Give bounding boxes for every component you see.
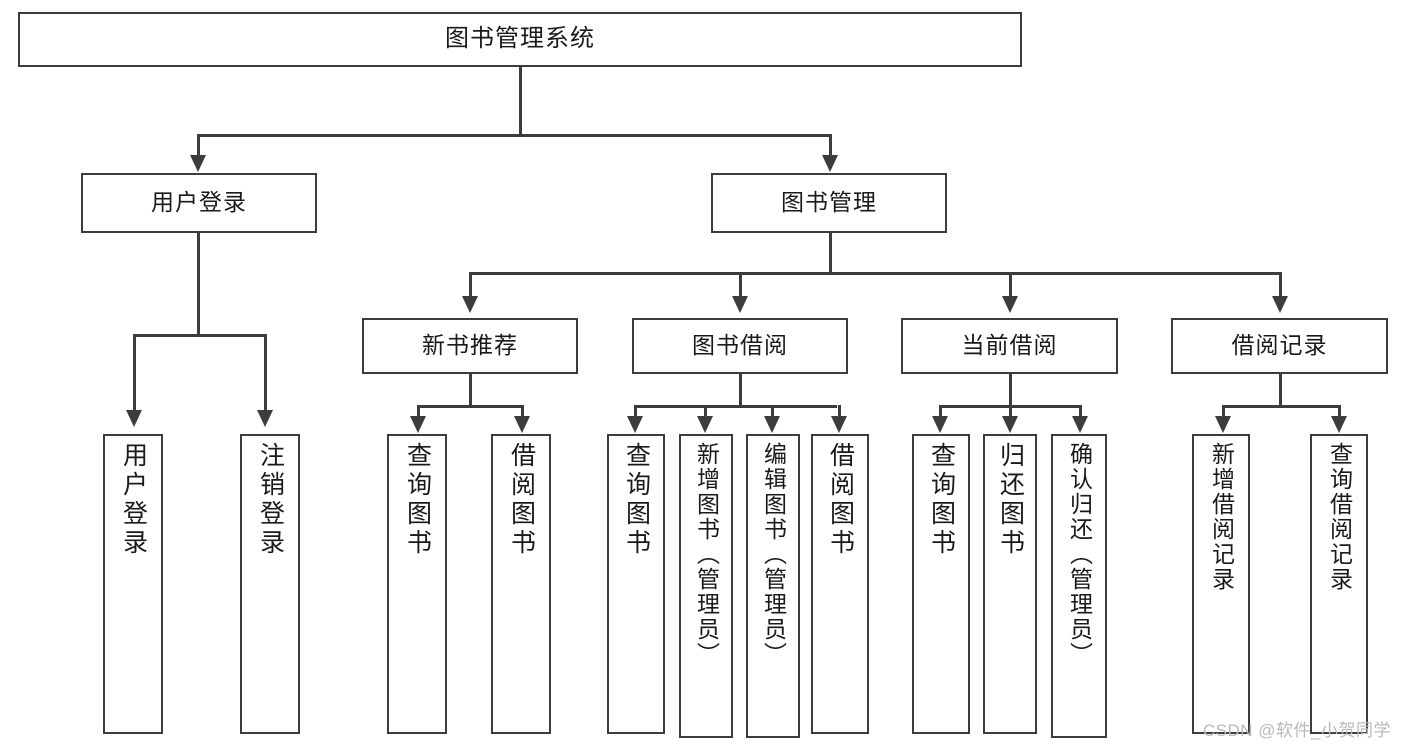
connector-userlogin-drop-1: [133, 334, 136, 414]
arrowhead-current-borrow: [1002, 296, 1018, 313]
connector-bookborrow-drop-3: [771, 405, 774, 419]
leaf-user-login[interactable]: 用户登录: [103, 434, 163, 734]
leaf-return-book[interactable]: 归还图书: [983, 434, 1037, 734]
connector-borrowrecord-stem: [1279, 373, 1282, 407]
arrowhead-leaf-newbook-2: [514, 416, 530, 433]
node-book-management[interactable]: 图书管理: [711, 173, 947, 233]
arrowhead-leaf-borrowrecord-2: [1331, 416, 1347, 433]
node-user-login[interactable]: 用户登录: [81, 173, 317, 233]
connector-currentborrow-stem: [1009, 373, 1012, 407]
connector-newbook-drop-2: [521, 405, 524, 419]
leaf-query-borrow-record[interactable]: 查询借阅记录: [1310, 434, 1368, 734]
leaf-confirm-return-admin[interactable]: 确认归还（管理员）: [1051, 434, 1107, 738]
connector-userlogin-bus: [133, 334, 264, 337]
node-label: 新增借阅记录: [1208, 442, 1235, 592]
node-label: 查询图书: [927, 442, 956, 558]
node-borrowing-record[interactable]: 借阅记录: [1171, 318, 1388, 374]
connector-borrowrecord-drop-2: [1338, 405, 1341, 419]
node-label: 归还图书: [996, 442, 1025, 558]
arrowhead-leaf-currentborrow-2: [1002, 416, 1018, 433]
arrowhead-leaf-user-login-2: [257, 410, 273, 427]
leaf-add-borrow-record[interactable]: 新增借阅记录: [1192, 434, 1250, 734]
arrowhead-leaf-user-login-1: [126, 410, 142, 427]
arrowhead-leaf-borrowrecord-1: [1215, 416, 1231, 433]
connector-currentborrow-drop-2: [1009, 405, 1012, 419]
node-new-book-recommendation[interactable]: 新书推荐: [362, 318, 578, 374]
leaf-logout[interactable]: 注销登录: [240, 434, 300, 734]
node-book-borrowing[interactable]: 图书借阅: [632, 318, 848, 374]
node-label: 确认归还（管理员）: [1066, 442, 1093, 667]
arrowhead-leaf-currentborrow-1: [932, 416, 948, 433]
connector-bookmanage-drop-1: [469, 272, 472, 298]
node-label: 图书借阅: [692, 332, 788, 359]
node-label: 用户登录: [151, 189, 247, 216]
leaf-query-book-newrec[interactable]: 查询图书: [387, 434, 447, 734]
node-root-system[interactable]: 图书管理系统: [18, 12, 1022, 67]
arrowhead-leaf-bookborrow-3: [764, 416, 780, 433]
arrowhead-book-manage: [822, 155, 838, 172]
arrowhead-leaf-bookborrow-1: [627, 416, 643, 433]
node-label: 图书管理系统: [445, 25, 595, 53]
arrowhead-leaf-newbook-1: [410, 416, 426, 433]
arrowhead-book-borrow: [732, 296, 748, 313]
connector-bookmanage-drop-4: [1279, 272, 1282, 298]
arrowhead-borrow-record: [1272, 296, 1288, 313]
connector-currentborrow-drop-1: [939, 405, 942, 419]
connector-root-stem: [519, 66, 522, 136]
connector-bookborrow-drop-4: [838, 405, 841, 419]
leaf-borrow-book[interactable]: 借阅图书: [811, 434, 869, 734]
connector-bookmanage-bus: [469, 272, 1280, 275]
node-label: 用户登录: [119, 442, 148, 558]
arrowhead-leaf-bookborrow-4: [831, 416, 847, 433]
leaf-add-book-admin[interactable]: 新增图书（管理员）: [679, 434, 733, 738]
node-label: 借阅图书: [507, 442, 536, 558]
connector-bookborrow-bus: [634, 405, 837, 408]
leaf-borrow-book-newrec[interactable]: 借阅图书: [491, 434, 551, 734]
node-label: 新增图书（管理员）: [693, 442, 720, 667]
connector-currentborrow-drop-3: [1079, 405, 1082, 419]
connector-userlogin-drop-2: [264, 334, 267, 414]
node-label: 查询图书: [403, 442, 432, 558]
connector-bookborrow-drop-1: [634, 405, 637, 419]
leaf-edit-book-admin[interactable]: 编辑图书（管理员）: [746, 434, 800, 738]
leaf-query-book-borrow[interactable]: 查询图书: [607, 434, 665, 734]
arrowhead-new-book-rec: [462, 296, 478, 313]
arrowhead-leaf-currentborrow-3: [1072, 416, 1088, 433]
arrowhead-user-login: [190, 155, 206, 172]
connector-userlogin-stem: [197, 232, 200, 336]
node-label: 查询借阅记录: [1326, 442, 1353, 592]
node-label: 图书管理: [781, 189, 877, 216]
connector-bookmanage-drop-2: [739, 272, 742, 298]
connector-borrowrecord-bus: [1222, 405, 1338, 408]
connector-newbook-stem: [469, 373, 472, 407]
node-current-borrowing[interactable]: 当前借阅: [901, 318, 1118, 374]
connector-borrowrecord-drop-1: [1222, 405, 1225, 419]
node-label: 编辑图书（管理员）: [760, 442, 787, 667]
connector-newbook-bus: [417, 405, 523, 408]
node-label: 借阅记录: [1231, 332, 1328, 359]
connector-bookborrow-stem: [739, 373, 742, 407]
node-label: 借阅图书: [826, 442, 855, 558]
arrowhead-leaf-bookborrow-2: [697, 416, 713, 433]
connector-newbook-drop-1: [417, 405, 420, 419]
connector-root-bus: [197, 134, 831, 137]
node-label: 查询图书: [622, 442, 651, 558]
connector-bookmanage-drop-3: [1009, 272, 1012, 298]
node-label: 新书推荐: [422, 332, 518, 359]
node-label: 注销登录: [256, 442, 285, 558]
connector-root-right-drop: [829, 134, 832, 158]
node-label: 当前借阅: [961, 332, 1058, 359]
leaf-query-book-current[interactable]: 查询图书: [912, 434, 970, 734]
connector-bookborrow-drop-2: [704, 405, 707, 419]
connector-root-left-drop: [197, 134, 200, 158]
connector-bookmanage-stem: [829, 232, 832, 274]
